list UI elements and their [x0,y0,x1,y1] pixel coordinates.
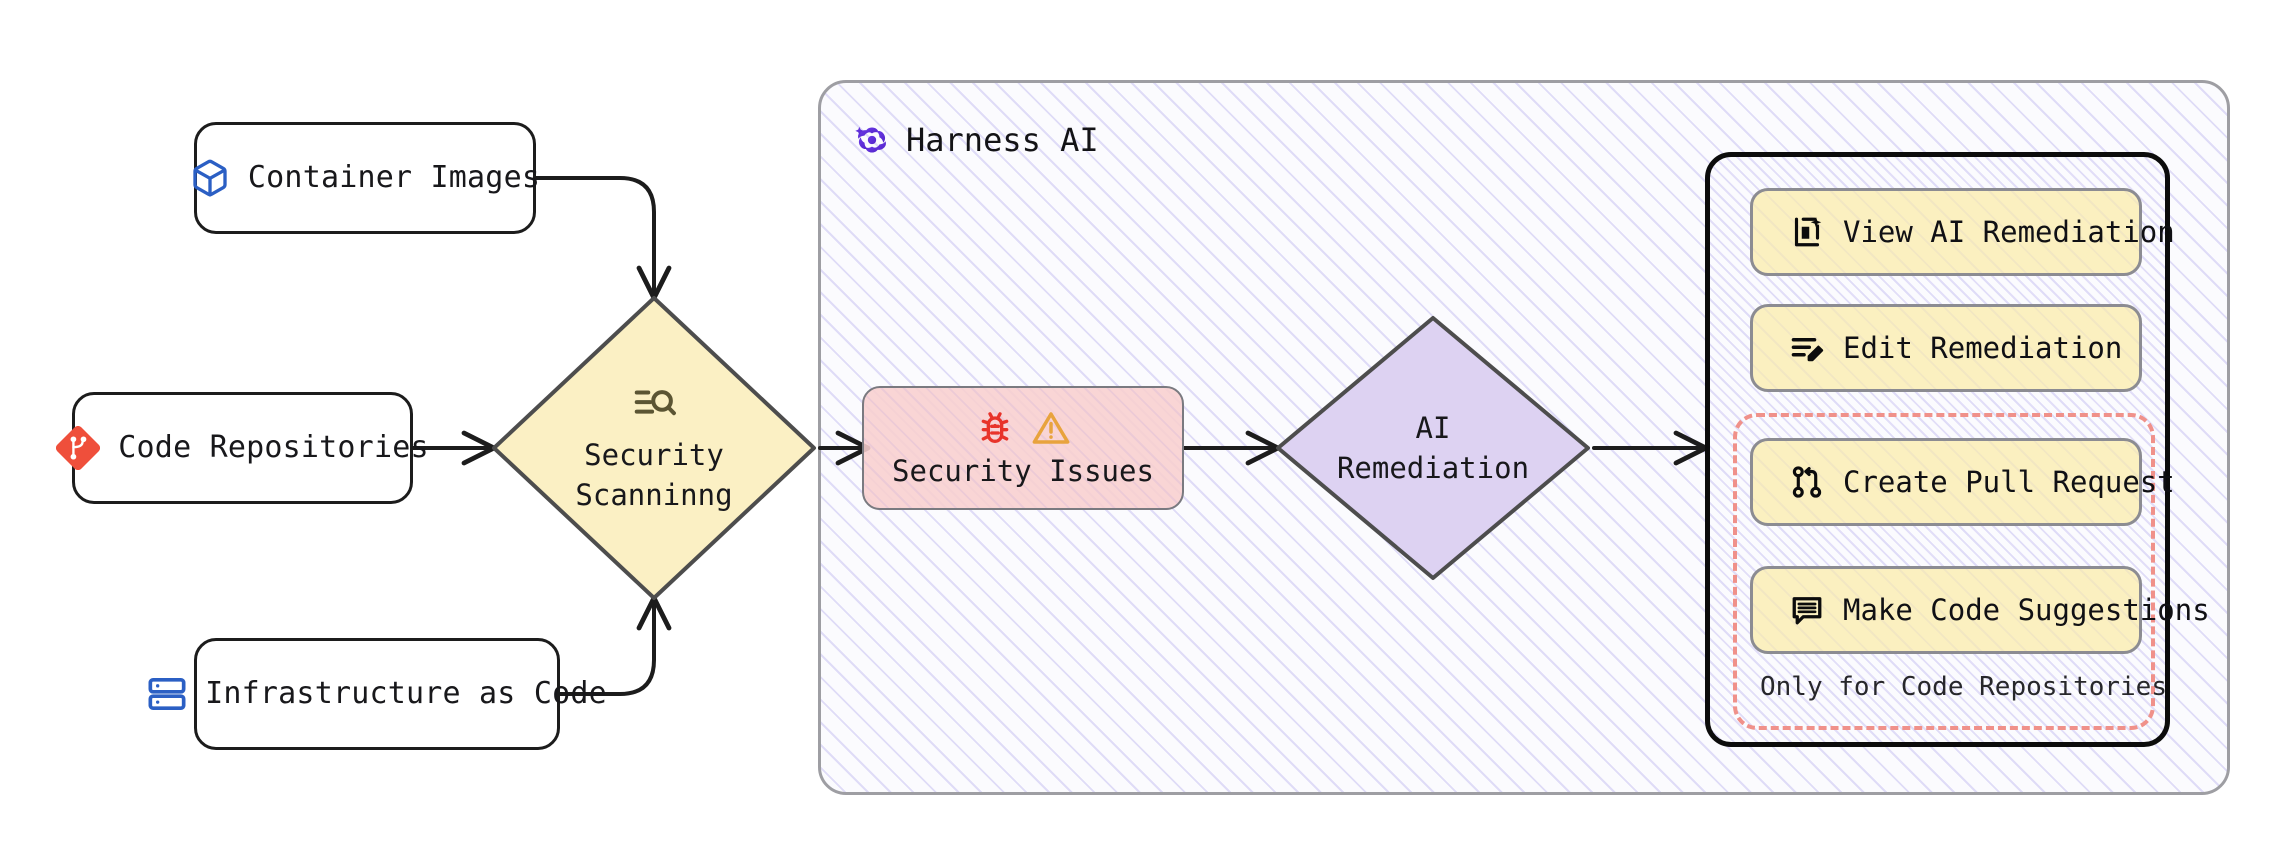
edge-container-to-scan [534,176,672,301]
node-ai-remediation[interactable]: AI Remediation [1272,312,1594,584]
bug-icon [975,408,1015,448]
ai-sparkle-frame-icon [1789,214,1825,250]
issues-label: Security Issues [892,454,1154,488]
issues-icon-row [975,408,1071,448]
server-icon [147,674,187,714]
action-make-code-suggestions[interactable]: Make Code Suggestions [1750,566,2210,654]
harness-ai-group-title: Harness AI [852,120,1099,160]
pull-request-icon [1789,464,1825,500]
action-label: Edit Remediation [1843,331,2123,365]
action-view-ai-remediation[interactable]: View AI Remediation [1750,188,2175,276]
node-security-issues[interactable]: Security Issues [862,386,1184,510]
git-icon [56,426,101,470]
harness-ai-group-label: Harness AI [906,121,1099,159]
action-create-pull-request[interactable]: Create Pull Request [1750,438,2175,526]
comment-lines-icon [1789,592,1825,628]
node-code-repositories[interactable]: Code Repositories [56,392,429,504]
code-repo-only-caption: Only for Code Repositories [1760,672,2167,702]
action-label: Create Pull Request [1843,465,2175,499]
node-infrastructure-as-code[interactable]: Infrastructure as Code [148,638,607,750]
node-label: Infrastructure as Code [205,676,607,711]
action-edit-remediation[interactable]: Edit Remediation [1750,304,2142,392]
node-container-images[interactable]: Container Images [193,122,540,234]
node-security-scanning[interactable]: Security Scanninng [488,292,820,604]
node-label: Code Repositories [118,430,429,465]
harness-pinwheel-icon [852,120,892,160]
action-label: Make Code Suggestions [1843,593,2210,627]
code-repo-only-dashed-group [1733,413,2155,730]
warning-icon [1031,408,1071,448]
lines-pencil-icon [1789,330,1825,366]
cube-icon [190,158,230,198]
node-label: Container Images [247,160,541,195]
action-label: View AI Remediation [1843,215,2175,249]
